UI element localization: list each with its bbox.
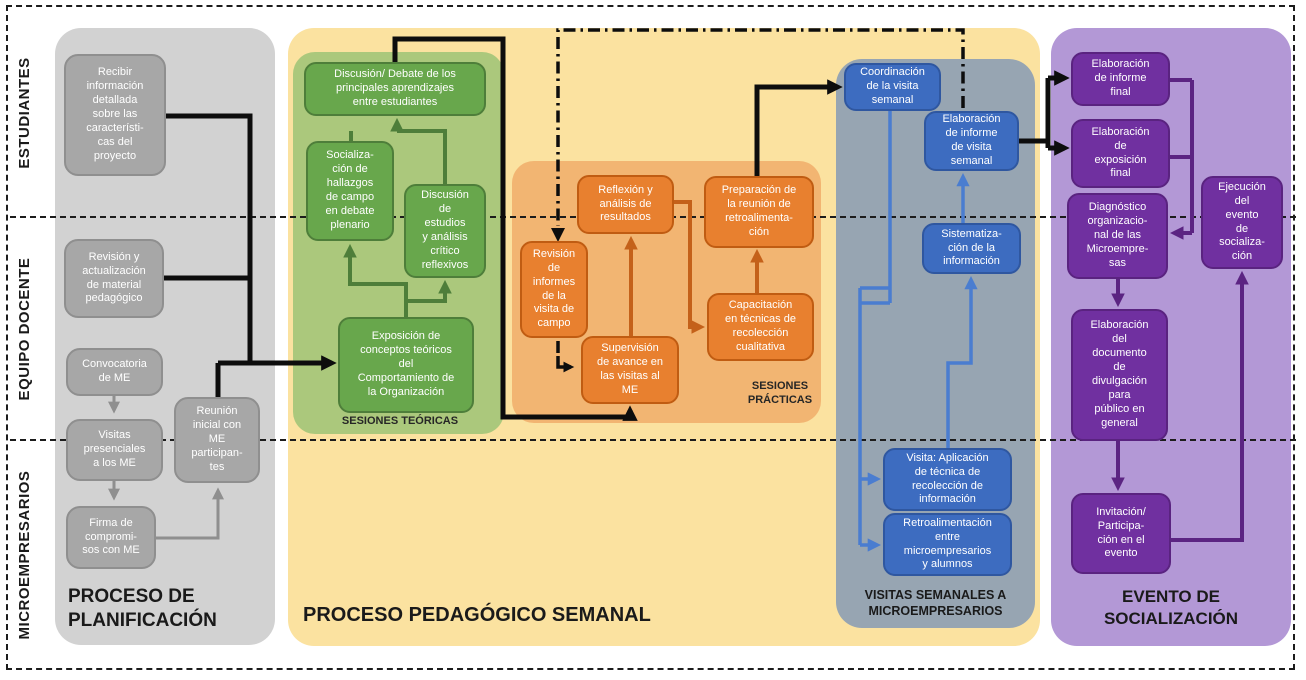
weekly-title: PROCESO PEDAGÓGICO SEMANAL: [303, 604, 651, 626]
row-divider-2: [10, 439, 1296, 441]
box-socializacion-hallazgos: Socializa- ción de hallazgos de campo en…: [306, 141, 394, 241]
box-exposicion-conceptos: Exposición de conceptos teóricos del Com…: [338, 317, 474, 413]
box-exposicion-final: Elaboración de exposición final: [1071, 119, 1170, 188]
box-revision-material: Revisión y actualización de material ped…: [64, 239, 164, 318]
row-label-equipo-docente: EQUIPO DOCENTE: [16, 257, 33, 401]
box-ejecucion-evento: Ejecución del evento de socializa- ción: [1201, 176, 1283, 269]
box-reunion-inicial: Reunión inicial con ME participan- tes: [174, 397, 260, 483]
box-supervision-avance: Supervisión de avance en las visitas al …: [581, 336, 679, 404]
row-label-microempresarios: MICROEMPRESARIOS: [16, 470, 33, 640]
box-discusion-estudios: Discusión de estudios y análisis crítico…: [404, 184, 486, 278]
box-retroalimentacion: Retroalimentación entre microempresarios…: [883, 513, 1012, 576]
box-reflexion-analisis: Reflexión y análisis de resultados: [577, 175, 674, 234]
box-informe-final: Elaboración de informe final: [1071, 52, 1170, 106]
theory-label: SESIONES TEÓRICAS: [341, 415, 459, 427]
box-recibir-informacion: Recibir información detallada sobre las …: [64, 54, 166, 176]
visits-title: VISITAS SEMANALES A MICROEMPRESARIOS: [864, 588, 1007, 619]
box-revision-informes: Revisión de informes de la visita de cam…: [520, 241, 588, 338]
box-coordinacion-visita: Coordinación de la visita semanal: [844, 63, 941, 111]
box-invitacion-participacion: Invitación/ Participa- ción en el evento: [1071, 493, 1171, 574]
outer-dashed-border: [6, 5, 1295, 670]
box-sistematizacion: Sistematiza- ción de la información: [922, 223, 1021, 274]
event-title: EVENTO DE SOCIALIZACIÓN: [1103, 587, 1239, 629]
box-diagnostico-organizacional: Diagnóstico organizacio- nal de las Micr…: [1067, 193, 1168, 279]
box-documento-divulgacion: Elaboración del documento de divulgación…: [1071, 309, 1168, 441]
box-preparacion-reunion: Preparación de la reunión de retroalimen…: [704, 176, 814, 248]
row-label-estudiantes: ESTUDIANTES: [16, 57, 33, 169]
box-visita-aplicacion: Visita: Aplicación de técnica de recolec…: [883, 448, 1012, 511]
box-visitas-presenciales: Visitas presenciales a los ME: [66, 419, 163, 481]
practice-label: SESIONES PRÁCTICAS: [747, 380, 813, 406]
box-elaboracion-informe-visita: Elaboración de informe de visita semanal: [924, 111, 1019, 171]
box-capacitacion-tecnicas: Capacitación en técnicas de recolección …: [707, 293, 814, 361]
box-convocatoria-me: Convocatoria de ME: [66, 348, 163, 396]
planning-title: PROCESO DE PLANIFICACIÓN: [68, 586, 217, 631]
box-discusion-debate: Discusión/ Debate de los principales apr…: [304, 62, 486, 116]
box-firma-compromisos: Firma de compromi- sos con ME: [66, 506, 156, 569]
